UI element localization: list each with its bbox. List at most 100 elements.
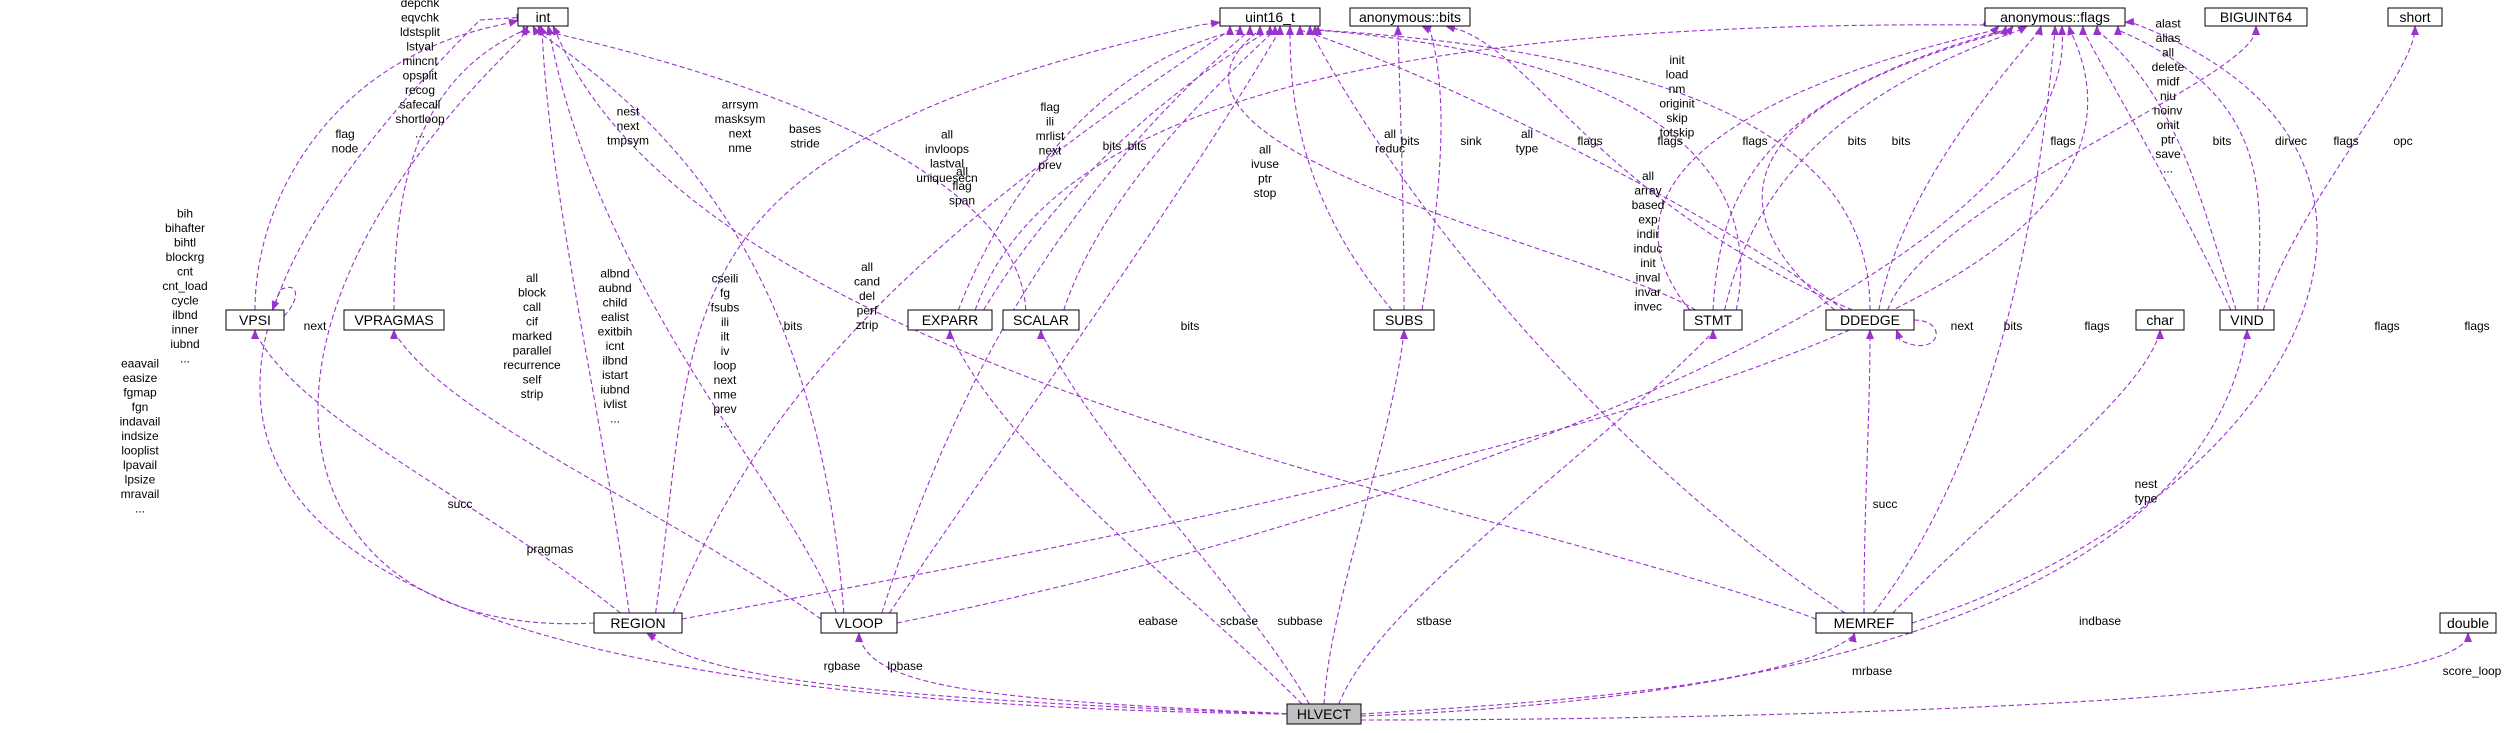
edge-label-line: shortloop: [395, 112, 445, 126]
node-uint16[interactable]: uint16_t: [1219, 7, 1321, 27]
edge-label-line: all: [2162, 46, 2174, 60]
edge-label-line: sink: [1460, 134, 1482, 148]
node-memref[interactable]: MEMREF: [1815, 612, 1913, 634]
edge-region_uint: [655, 19, 1221, 614]
edges-layer: [251, 13, 2472, 721]
edge-label-line: cand: [854, 275, 880, 289]
edge-label-line: succ: [1873, 497, 1898, 511]
edge-vind_bits: [2093, 25, 2237, 311]
edge-region_bits: [672, 25, 1234, 614]
node-vpragmas[interactable]: VPRAGMAS: [343, 309, 445, 331]
edge-label-line: mravail: [121, 487, 160, 501]
edge-label-line: flags: [1742, 134, 1767, 148]
edge-label-line: ptr: [2161, 133, 2175, 147]
node-region[interactable]: REGION: [593, 612, 683, 634]
edge-scalar_int: [537, 25, 1027, 311]
node-double[interactable]: double: [2439, 612, 2497, 634]
node-label: STMT: [1694, 312, 1733, 328]
edge-vloop_uint: [881, 25, 1254, 614]
edge-stmt_uint: [1228, 25, 1696, 311]
edge-label-line: ldstsplit: [400, 25, 441, 39]
edge-label-line: blockrg: [166, 250, 205, 264]
node-char[interactable]: char: [2135, 309, 2185, 331]
edge-label-line: arrsym: [722, 97, 759, 111]
edge-label-vloop_flags: flags: [2084, 319, 2109, 333]
edge-label-line: recurrence: [503, 358, 561, 372]
edge-label-line: cycle: [171, 294, 199, 308]
node-exparr[interactable]: EXPARR: [907, 309, 993, 331]
node-abits[interactable]: anonymous::bits: [1349, 7, 1471, 27]
edge-exparr_aflags: [974, 18, 1993, 311]
node-box: [1373, 309, 1435, 331]
edge-label-hl_rgbase: rgbase: [824, 659, 861, 673]
edge-ddedge_bits: [1314, 25, 1871, 311]
edge-label-line: all: [1384, 127, 1396, 141]
edge-label-line: block: [518, 286, 547, 300]
edge-label-line: rgbase: [824, 659, 861, 673]
node-short[interactable]: short: [2387, 7, 2443, 27]
node-vpsi[interactable]: VPSI: [225, 309, 285, 331]
edge-label-vloop_bits: bits: [1181, 319, 1200, 333]
edge-label-line: subbase: [1277, 614, 1323, 628]
node-box: [593, 612, 683, 634]
node-aflags[interactable]: anonymous::flags: [1984, 7, 2126, 27]
edge-label-region_bits: bits: [784, 319, 803, 333]
edge-label-hl_scbase: scbase: [1220, 614, 1258, 628]
edge-label-line: skip: [1666, 111, 1688, 125]
node-scalar[interactable]: SCALAR: [1002, 309, 1080, 331]
node-label: BIGUINT64: [2220, 9, 2293, 25]
edge-label-line: bases: [789, 122, 821, 136]
node-hlvect[interactable]: HLVECT: [1286, 703, 1362, 725]
edge-label-region_succ: succ: [448, 497, 473, 511]
edge-label-line: flag: [1040, 100, 1059, 114]
node-vind[interactable]: VIND: [2219, 309, 2275, 331]
edge-label-line: tmpsym: [607, 134, 649, 148]
edge-label-line: bits: [1892, 134, 1911, 148]
node-vloop[interactable]: VLOOP: [820, 612, 898, 634]
edge-stmt_flags2: [1724, 25, 2028, 311]
node-ddedge[interactable]: DDEDGE: [1825, 309, 1915, 331]
edge-label-line: cnt_load: [162, 279, 207, 293]
edge-label-vloop_pragmas: pragmas: [527, 542, 574, 556]
edge-subs_sink: [1421, 25, 1442, 311]
node-biguint[interactable]: BIGUINT64: [2204, 7, 2308, 27]
node-box: [225, 309, 285, 331]
edge-ddedge_uint: [1296, 25, 1844, 311]
edge-label-line: fgmap: [123, 386, 157, 400]
node-box: [820, 612, 898, 634]
edge-hl_rgbase: [645, 632, 1288, 715]
edge-label-line: eaavail: [121, 357, 159, 371]
edge-label-line: noinv: [2154, 104, 2183, 118]
node-int[interactable]: int: [517, 7, 569, 27]
node-label: HLVECT: [1297, 706, 1352, 722]
edge-label-line: opc: [2393, 134, 2412, 148]
edge-label-line: alias: [2156, 31, 2181, 45]
edge-label-line: flags: [2333, 134, 2358, 148]
edge-label-line: ...: [415, 127, 425, 141]
nodes-layer: int uint16_t anonymous::bits anonymous::fla…: [225, 7, 2497, 725]
edge-region_flags: [681, 25, 2089, 620]
edge-label-line: array: [1634, 183, 1661, 197]
node-box: [517, 7, 569, 27]
node-stmt[interactable]: STMT: [1683, 309, 1743, 331]
edge-label-line: recog: [405, 83, 435, 97]
edge-vind_dirvec: [1887, 25, 2260, 311]
edge-label-line: nest: [2135, 477, 2158, 491]
edge-label-line: all: [1642, 169, 1654, 183]
edge-memref_succ: [1863, 329, 1874, 614]
edge-label-line: totskip: [1660, 125, 1695, 139]
edge-label-line: scbase: [1220, 614, 1258, 628]
node-subs[interactable]: SUBS: [1373, 309, 1435, 331]
edge-label-line: eqvchk: [401, 11, 440, 25]
edge-label-line: nm: [1669, 82, 1686, 96]
edge-label-line: bits: [1848, 134, 1867, 148]
edge-label-line: iubnd: [600, 383, 629, 397]
edge-label-line: bits: [1181, 319, 1200, 333]
edge-label-line: stbase: [1416, 614, 1452, 628]
